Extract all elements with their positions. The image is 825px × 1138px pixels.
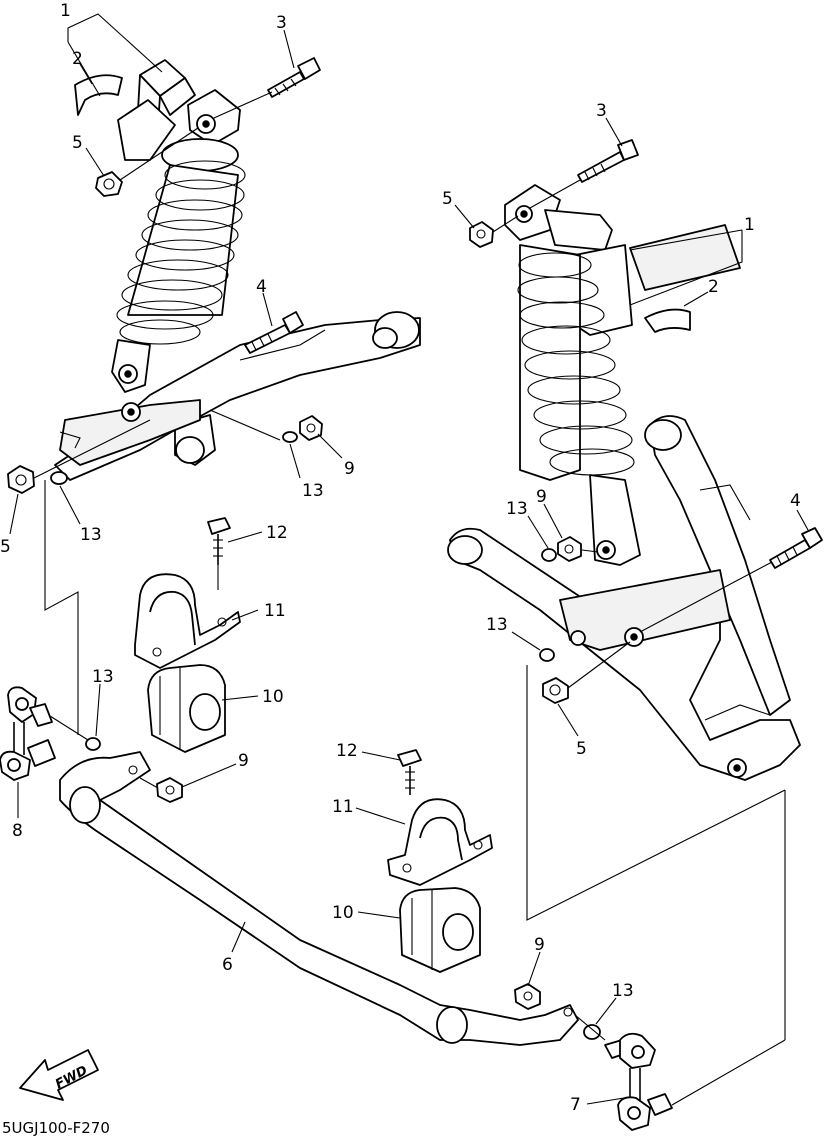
callout-13-right-arm: 13 — [506, 499, 528, 519]
callout-9-right-arm: 9 — [536, 487, 547, 507]
right-bracket-bolt — [397, 749, 422, 795]
right-upper-bolt — [577, 139, 639, 183]
callout-4-right: 4 — [790, 491, 801, 511]
callout-12-left: 12 — [266, 523, 288, 543]
left-lower-nut — [7, 465, 35, 494]
diagram-caption: 5UGJ100-F270 — [2, 1119, 110, 1137]
right-upper-nut — [469, 221, 494, 248]
left-end-link — [0, 686, 56, 781]
right-lower-nut — [542, 677, 569, 704]
callout-1-right: 1 — [744, 215, 755, 235]
left-upper-bolt — [267, 57, 321, 98]
callout-5-left-upper: 5 — [72, 133, 83, 153]
left-shock-absorber — [111, 59, 246, 393]
left-label-plate — [74, 74, 123, 116]
callout-12-right: 12 — [336, 741, 358, 761]
callout-10-left: 10 — [262, 687, 284, 707]
callout-6: 6 — [222, 955, 233, 975]
left-arm-washer — [282, 431, 298, 443]
callout-7: 7 — [570, 1095, 581, 1115]
left-swing-arm — [54, 311, 421, 481]
callout-13-left-link: 13 — [92, 667, 114, 687]
callout-3-left: 3 — [276, 13, 287, 33]
callout-10-right: 10 — [332, 903, 354, 923]
left-washer — [50, 471, 68, 485]
bar-right-washer — [583, 1024, 601, 1040]
callout-2-left: 2 — [72, 49, 83, 69]
right-label-plate — [644, 308, 691, 333]
right-end-link — [604, 1032, 673, 1131]
left-upper-nut — [95, 171, 123, 197]
right-arm-washer — [541, 548, 557, 562]
callout-13-left-arm: 13 — [302, 481, 324, 501]
right-swing-arm — [447, 415, 801, 781]
bar-left-nut — [156, 777, 183, 803]
callout-13-bar-right: 13 — [612, 981, 634, 1001]
callout-4-left: 4 — [256, 277, 267, 297]
right-arm-nut — [557, 536, 582, 562]
callout-9-left-arm: 9 — [344, 459, 355, 479]
fwd-arrow-icon: FWD — [19, 1049, 99, 1101]
right-stabilizer-bracket — [387, 798, 493, 886]
callout-2-right: 2 — [708, 277, 719, 297]
left-stabilizer-bushing — [147, 664, 226, 753]
callout-5-left-lower: 5 — [0, 537, 11, 557]
stabilizer-bar — [59, 751, 579, 1046]
callout-9-bar-left: 9 — [238, 751, 249, 771]
right-lower-washer — [539, 648, 555, 662]
left-arm-nut — [299, 415, 323, 441]
callout-13-left-lower: 13 — [80, 525, 102, 545]
callout-11-right: 11 — [332, 797, 354, 817]
leader-lines — [9, 13, 809, 1105]
right-stabilizer-bushing — [399, 887, 481, 973]
callout-11-left: 11 — [264, 601, 286, 621]
bar-right-nut — [514, 983, 541, 1010]
left-lower-bolt — [244, 311, 304, 354]
callout-9-bar-right: 9 — [534, 935, 545, 955]
callout-5-right-lower: 5 — [576, 739, 587, 759]
callout-1-left: 1 — [60, 1, 71, 21]
callout-labels: 1 2 3 5 4 13 9 5 13 12 11 10 13 8 9 3 5 … — [0, 1, 801, 1115]
left-stabilizer-bracket — [134, 573, 241, 669]
callout-5-right-upper: 5 — [442, 189, 453, 209]
left-link-washer — [85, 737, 101, 751]
callout-8: 8 — [12, 821, 23, 841]
left-bracket-bolt — [207, 517, 231, 590]
right-lower-bolt — [769, 527, 823, 569]
callout-13-right-lower: 13 — [486, 615, 508, 635]
callout-3-right: 3 — [596, 101, 607, 121]
assembly-lines — [44, 480, 786, 1106]
